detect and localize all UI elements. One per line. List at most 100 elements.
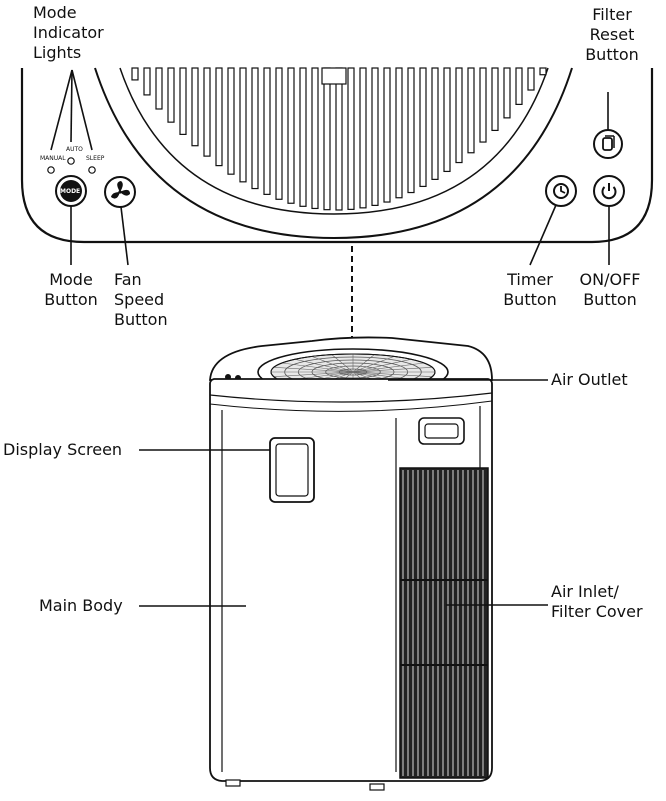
grille-bar <box>395 67 403 199</box>
grille-spoke <box>352 358 412 373</box>
outlet-grille <box>131 67 547 211</box>
unit-leader-lines <box>139 379 548 607</box>
grille-bar <box>407 67 415 194</box>
label-line: Button <box>583 290 637 309</box>
grille-spoke <box>273 371 354 377</box>
grille-bar <box>191 67 199 147</box>
grille-bar <box>527 67 535 91</box>
filter-vent-slats <box>400 470 488 776</box>
grille-spoke <box>352 367 433 373</box>
grille-spoke <box>311 356 354 373</box>
grille-bar <box>263 67 271 195</box>
grille-spoke <box>331 354 354 373</box>
grille-bar <box>539 67 547 76</box>
grille-bar <box>155 67 163 110</box>
grille-bar <box>131 67 139 81</box>
grille-bar <box>275 67 283 200</box>
label-line: Air Inlet/ <box>551 582 619 601</box>
grille-spoke <box>281 362 354 373</box>
label-line: Button <box>114 310 168 329</box>
indicator-label-auto: AUTO <box>66 146 83 153</box>
label-line: Mode <box>49 270 93 289</box>
indicator-light-auto <box>67 157 75 165</box>
indicator-light-sleep <box>88 166 96 174</box>
label-line: Reset <box>589 25 635 44</box>
label-on-off-button: ON/OFF Button <box>572 270 648 310</box>
panel-leader-lines <box>70 92 610 266</box>
grille-spoke <box>294 358 354 373</box>
leader-fan-speed-button <box>120 206 129 266</box>
power-icon <box>601 183 617 200</box>
label-line: Filter <box>592 5 632 24</box>
label-line: Speed <box>114 290 165 309</box>
label-line: Lights <box>33 43 82 62</box>
grille-bar <box>467 67 475 154</box>
panel-outline <box>20 68 654 244</box>
grille-bar <box>455 67 463 164</box>
grille-spoke <box>352 354 375 373</box>
label-filter-reset-button: Filter Reset Button <box>582 5 642 65</box>
label-display-screen: Display Screen <box>3 440 123 459</box>
outlet-ring-inner <box>119 67 549 215</box>
purifier-unit <box>209 336 493 791</box>
grille-bar <box>503 67 511 119</box>
grille-spoke <box>273 367 354 373</box>
fan-speed-button[interactable] <box>104 176 136 208</box>
mode-indicator-lights <box>47 157 96 174</box>
label-line: Button <box>585 45 639 64</box>
label-line: Fan <box>114 270 142 289</box>
indicator-label-manual: MANUAL <box>40 155 66 162</box>
label-line: Mode <box>33 3 77 22</box>
label-fan-speed-button: Fan Speed Button <box>114 270 168 330</box>
grille-spoke <box>352 371 433 377</box>
leader-mode-indicator-lights <box>50 69 93 151</box>
grille-bar <box>311 67 319 210</box>
grille-bar <box>419 67 427 188</box>
foot <box>225 779 241 787</box>
label-line: Indicator <box>33 23 104 42</box>
filter-icon <box>602 135 615 151</box>
on-off-button[interactable] <box>593 175 625 207</box>
timer-button[interactable] <box>545 175 577 207</box>
grille-bar <box>491 67 499 132</box>
grille-bar <box>287 67 295 204</box>
grille-bar <box>335 67 343 211</box>
leader-timer-button <box>529 204 557 266</box>
indicator-light-manual <box>47 166 55 174</box>
label-mode-button: Mode Button <box>40 270 102 310</box>
grille-bar <box>227 67 235 175</box>
label-timer-button: Timer Button <box>497 270 563 310</box>
label-line: Button <box>44 290 98 309</box>
label-line: Filter Cover <box>551 602 643 621</box>
label-air-inlet-filter-cover: Air Inlet/ Filter Cover <box>551 582 643 622</box>
label-main-body: Main Body <box>39 596 123 615</box>
grille-bar <box>203 67 211 157</box>
grille-bar <box>347 67 355 210</box>
foot <box>369 783 385 791</box>
grille-bar <box>443 67 451 173</box>
grille-bar <box>371 67 379 206</box>
grille-bar <box>515 67 523 105</box>
label-line: Button <box>503 290 557 309</box>
control-panel-closeup <box>20 67 654 244</box>
clock-icon <box>553 183 569 199</box>
grille-bar <box>143 67 151 96</box>
grille-bar <box>251 67 259 190</box>
grille-bar <box>299 67 307 207</box>
grille-bar <box>239 67 247 183</box>
mode-button-text: MODE <box>60 188 81 195</box>
grille-bar <box>431 67 439 180</box>
grille-hub <box>321 67 347 85</box>
grille-bar <box>323 67 331 211</box>
grille-spoke <box>352 356 395 373</box>
label-mode-indicator-lights: Mode Indicator Lights <box>33 3 104 63</box>
indicator-label-sleep: SLEEP <box>86 155 105 162</box>
grille-bar <box>383 67 391 203</box>
grille-bar <box>179 67 187 135</box>
grille-bar <box>359 67 367 209</box>
grille-bar <box>215 67 223 167</box>
filter-reset-button[interactable] <box>593 129 623 159</box>
label-line: ON/OFF <box>579 270 641 289</box>
grille-spoke <box>352 362 425 373</box>
